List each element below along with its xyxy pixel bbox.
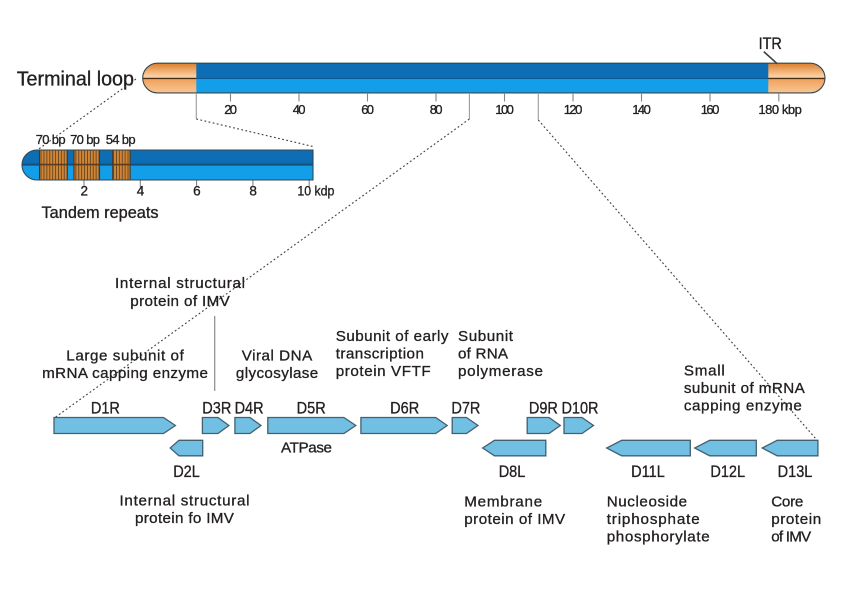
svg-text:ITR: ITR <box>759 35 782 53</box>
svg-text:glycosylase: glycosylase <box>236 365 318 382</box>
svg-text:70 bp: 70 bp <box>70 132 100 147</box>
svg-text:4: 4 <box>137 184 145 199</box>
svg-text:protein VFTF: protein VFTF <box>336 363 431 380</box>
svg-text:D10R: D10R <box>561 400 598 418</box>
svg-text:phosphorylate: phosphorylate <box>607 529 710 546</box>
svg-text:protein fo IMV: protein fo IMV <box>135 510 235 527</box>
svg-text:D1R: D1R <box>91 400 120 418</box>
svg-text:Small: Small <box>684 362 725 379</box>
svg-text:D9R: D9R <box>529 400 558 418</box>
svg-text:Nucleoside: Nucleoside <box>607 494 687 511</box>
svg-text:Large subunit of: Large subunit of <box>66 347 184 364</box>
svg-text:protein of IMV: protein of IMV <box>130 293 230 310</box>
svg-text:6: 6 <box>193 184 201 199</box>
svg-text:Internal structural: Internal structural <box>120 493 250 510</box>
svg-text:ATPase: ATPase <box>281 439 332 456</box>
svg-text:D13L: D13L <box>778 463 813 481</box>
svg-text:140: 140 <box>632 102 651 117</box>
svg-text:protein: protein <box>771 511 821 528</box>
svg-text:160: 160 <box>701 102 720 117</box>
svg-text:transcription: transcription <box>336 346 424 363</box>
svg-text:D6R: D6R <box>390 400 419 418</box>
svg-text:Subunit of early: Subunit of early <box>336 328 449 345</box>
svg-text:8: 8 <box>249 184 257 199</box>
svg-text:D11L: D11L <box>631 463 665 481</box>
svg-text:54 bp: 54 bp <box>106 132 136 147</box>
svg-text:polymerase: polymerase <box>458 363 543 380</box>
svg-text:Terminal loop: Terminal loop <box>17 68 134 90</box>
svg-text:60: 60 <box>361 102 374 117</box>
svg-text:of RNA: of RNA <box>458 346 509 363</box>
svg-text:mRNA capping enzyme: mRNA capping enzyme <box>42 365 208 382</box>
svg-text:protein of IMV: protein of IMV <box>464 511 566 528</box>
svg-text:D2L: D2L <box>173 463 200 481</box>
svg-text:Viral DNA: Viral DNA <box>242 347 313 364</box>
svg-text:D5R: D5R <box>297 400 326 418</box>
svg-text:D12L: D12L <box>710 463 745 481</box>
svg-text:triphosphate: triphosphate <box>607 511 700 528</box>
svg-text:80: 80 <box>430 102 443 117</box>
svg-text:180 kbp: 180 kbp <box>758 102 802 117</box>
svg-text:Tandem repeats: Tandem repeats <box>42 204 159 222</box>
svg-text:D4R: D4R <box>235 400 264 418</box>
svg-text:Subunit: Subunit <box>458 328 514 345</box>
svg-text:Core: Core <box>771 494 803 511</box>
svg-text:D7R: D7R <box>451 400 480 418</box>
svg-text:40: 40 <box>293 102 306 117</box>
svg-text:subunit of mRNA: subunit of mRNA <box>684 380 806 397</box>
svg-text:D3R: D3R <box>202 400 231 418</box>
svg-text:2: 2 <box>81 184 89 199</box>
svg-text:120: 120 <box>564 102 583 117</box>
svg-text:10 kdp: 10 kdp <box>297 184 334 199</box>
svg-text:Internal structural: Internal structural <box>115 275 245 292</box>
svg-text:70 bp: 70 bp <box>36 132 66 147</box>
svg-text:D8L: D8L <box>499 463 526 481</box>
svg-text:capping enzyme: capping enzyme <box>684 398 802 415</box>
svg-text:20: 20 <box>224 102 237 117</box>
svg-text:Membrane: Membrane <box>464 494 542 511</box>
svg-text:of IMV: of IMV <box>771 529 812 546</box>
svg-text:100: 100 <box>495 102 514 117</box>
